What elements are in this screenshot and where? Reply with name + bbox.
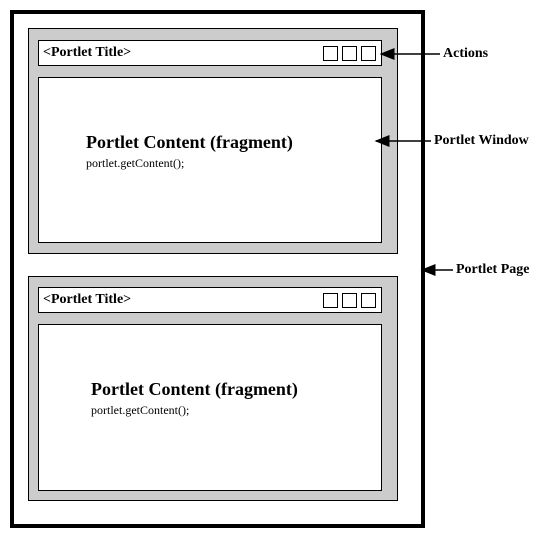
portlet-content-heading: Portlet Content (fragment): [86, 132, 293, 152]
minimize-action-box[interactable]: [323, 293, 338, 308]
portlet-window-label: Portlet Window: [434, 133, 529, 148]
maximize-action-box[interactable]: [342, 46, 357, 61]
close-action-box[interactable]: [361, 46, 376, 61]
portlet-page-label: Portlet Page: [456, 262, 530, 277]
actions-label: Actions: [443, 46, 489, 61]
portlet-window-2: <Portlet Title> Portlet Content (fragmen…: [28, 276, 398, 501]
portlet-content-heading: Portlet Content (fragment): [91, 379, 298, 399]
portlet-title: <Portlet Title>: [43, 292, 132, 307]
portlet-title-bar: <Portlet Title>: [38, 287, 382, 313]
portlet-title-bar: <Portlet Title>: [38, 40, 382, 66]
portlet-content-code: portlet.getContent();: [91, 403, 190, 417]
portlet-content-area: Portlet Content (fragment) portlet.getCo…: [38, 324, 382, 491]
portlet-content-code: portlet.getContent();: [86, 156, 185, 170]
portlet-window-1: <Portlet Title> Portlet Content (fragmen…: [28, 28, 398, 254]
close-action-box[interactable]: [361, 293, 376, 308]
portlet-content-area: Portlet Content (fragment) portlet.getCo…: [38, 77, 382, 243]
portlet-title: <Portlet Title>: [43, 45, 132, 60]
minimize-action-box[interactable]: [323, 46, 338, 61]
maximize-action-box[interactable]: [342, 293, 357, 308]
